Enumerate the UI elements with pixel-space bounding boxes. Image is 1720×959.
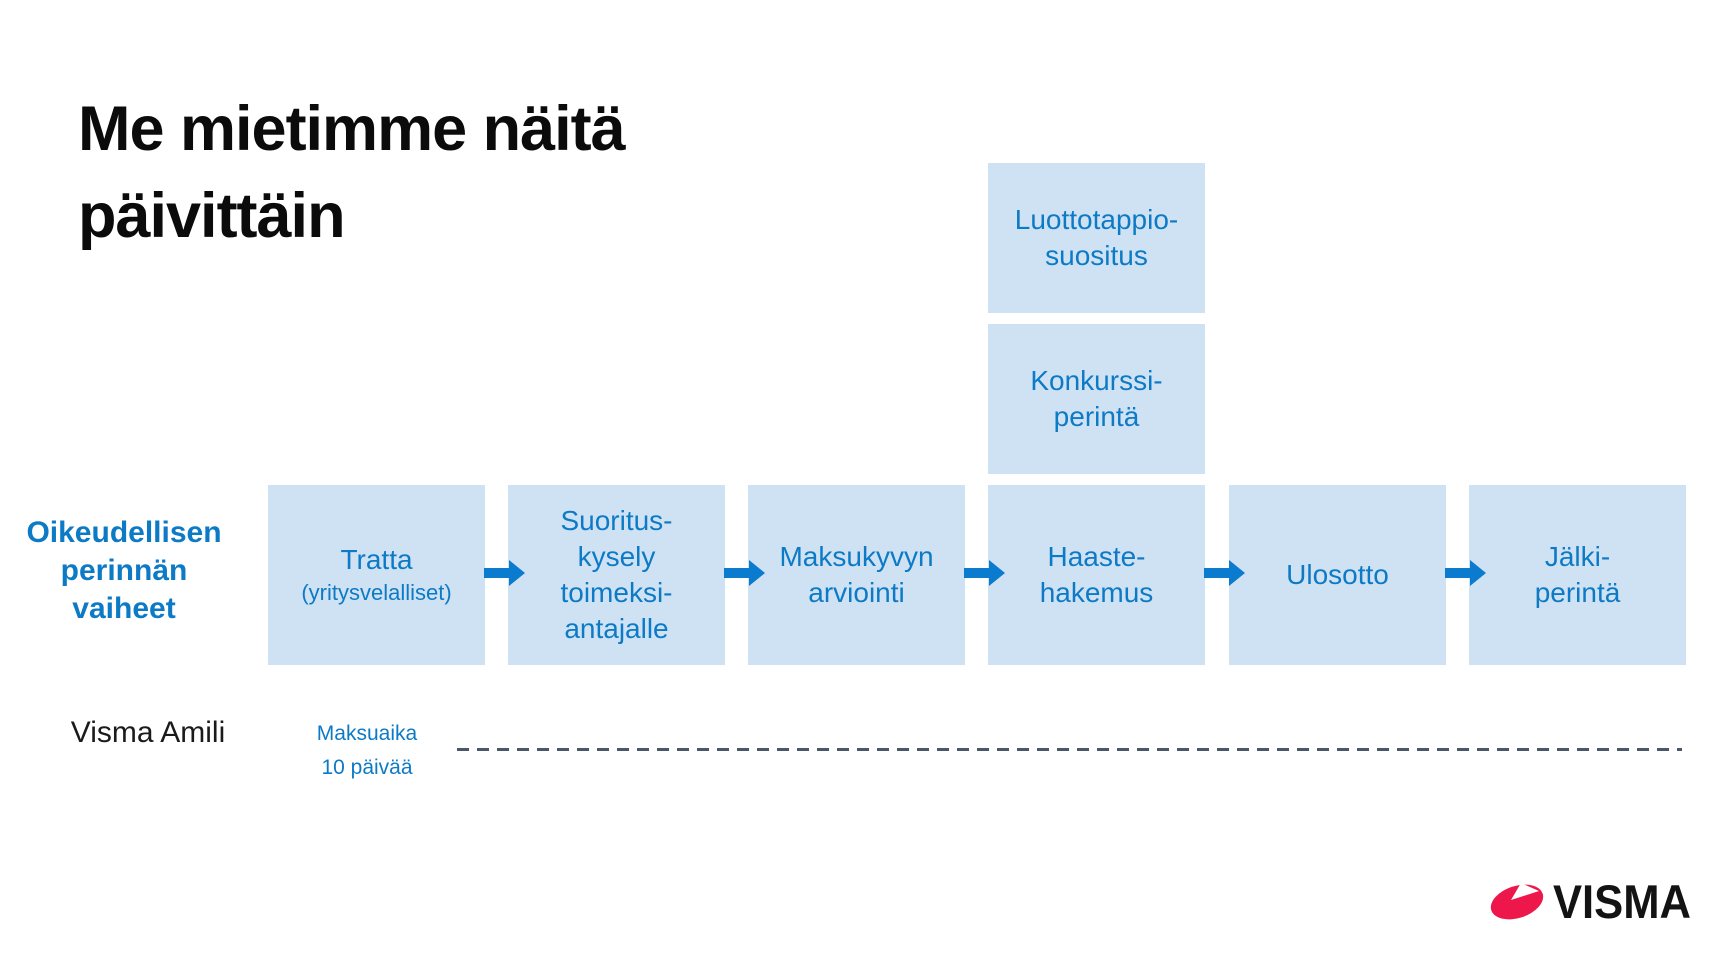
flow-arrow-right-icon bbox=[724, 560, 765, 586]
slide-title: Me mietimme näitä päivittäin bbox=[78, 94, 626, 251]
stage-box-ulosotto: Ulosotto bbox=[1229, 485, 1446, 665]
payment-term-note: Maksuaika 10 päivää bbox=[286, 717, 448, 785]
flow-arrow-right-icon bbox=[1204, 560, 1245, 586]
flow-arrow-right-icon bbox=[484, 560, 525, 586]
payment-term-line2: 10 päivää bbox=[321, 756, 413, 779]
stage-label: Tratta bbox=[340, 544, 413, 575]
visma-swoosh-icon bbox=[1490, 883, 1544, 920]
stage-label: Suoritus- kysely toimeksi- antajalle bbox=[560, 505, 673, 644]
product-label: Visma Amili bbox=[70, 716, 226, 749]
stage-box-jalkiperinta: Jälki- perintä bbox=[1469, 485, 1686, 665]
stage-sublabel: (yritysvelalliset) bbox=[301, 580, 452, 605]
branch-box-luottotappiosuositus: Luottotappio- suositus bbox=[988, 163, 1205, 313]
stage-label: Maksukyvyn arviointi bbox=[779, 541, 934, 608]
branch-label: Konkurssi- perintä bbox=[1030, 365, 1163, 432]
flow-arrow-right-icon bbox=[1445, 560, 1486, 586]
timeline-dashed-line bbox=[457, 748, 1682, 751]
stage-box-suorituskysely: Suoritus- kysely toimeksi- antajalle bbox=[508, 485, 725, 665]
flow-arrow-right-icon bbox=[964, 560, 1005, 586]
stage-label: Haaste- hakemus bbox=[1039, 541, 1154, 608]
stage-label: Jälki- perintä bbox=[1534, 541, 1621, 608]
stage-box-maksukyvyn-arviointi: Maksukyvyn arviointi bbox=[748, 485, 965, 665]
flow-row-label: Oikeudellisen perinnän vaiheet bbox=[26, 516, 222, 625]
branch-label: Luottotappio- suositus bbox=[1014, 204, 1179, 271]
stage-box-tratta: Tratta (yritysvelalliset) bbox=[268, 485, 485, 665]
stage-label: Ulosotto bbox=[1286, 559, 1389, 590]
stage-box-haastehakemus: Haaste- hakemus bbox=[988, 485, 1205, 665]
visma-logo: VISMA bbox=[1490, 878, 1691, 924]
payment-term-line1: Maksuaika bbox=[316, 722, 418, 745]
branch-box-konkurssiperinta: Konkurssi- perintä bbox=[988, 324, 1205, 474]
visma-logo-text: VISMA bbox=[1553, 878, 1691, 924]
